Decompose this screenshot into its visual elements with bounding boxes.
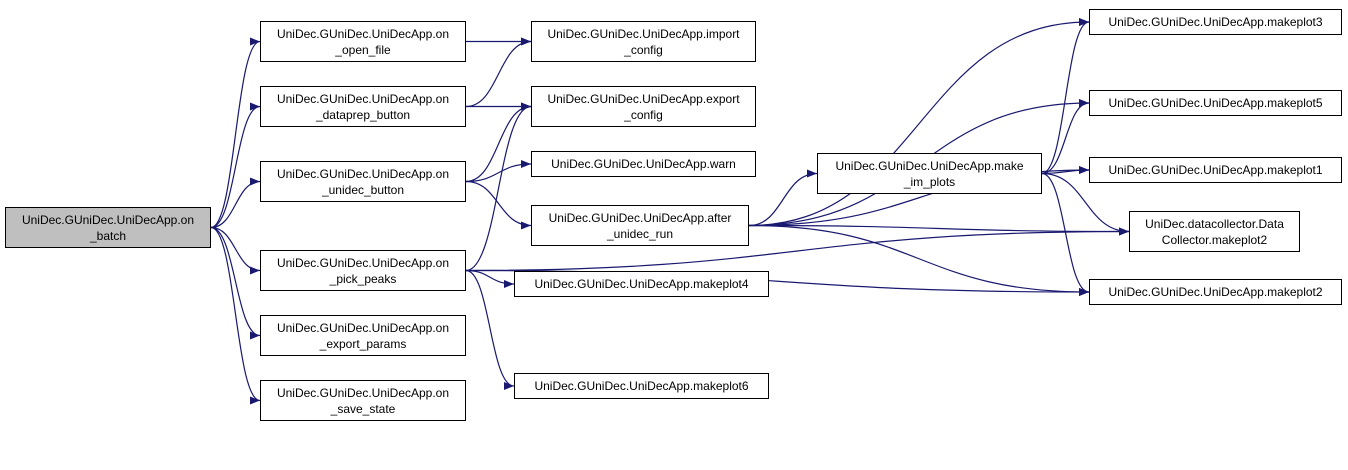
edge-after-unidec-run-to-make-im-plots bbox=[748, 169, 818, 227]
node-on-batch-line2: _batch bbox=[89, 228, 127, 243]
node-on-pick-peaks-line2: _pick_peaks bbox=[329, 271, 397, 286]
node-makeplot5[interactable]: UniDec.GUniDec.UniDecApp.makeplot5 bbox=[1089, 90, 1342, 116]
edge-on-unidec-to-warn bbox=[465, 160, 532, 183]
node-export-config[interactable]: UniDec.GUniDec.UniDecApp.export _config bbox=[531, 86, 756, 127]
node-on-save-state[interactable]: UniDec.GUniDec.UniDecApp.on _save_state bbox=[260, 380, 466, 421]
edge-on-batch-to-on-unidec bbox=[210, 177, 261, 229]
node-on-dataprep-button-line1: UniDec.GUniDec.UniDecApp.on bbox=[276, 91, 450, 106]
edge-after-unidec-run-to-makeplot3 bbox=[748, 18, 1090, 227]
node-make-im-plots[interactable]: UniDec.GUniDec.UniDecApp.make _im_plots bbox=[817, 153, 1042, 194]
node-import-config-line1: UniDec.GUniDec.UniDecApp.import bbox=[547, 26, 740, 41]
edge-on-batch-to-on-open-file bbox=[210, 37, 261, 229]
node-on-batch[interactable]: UniDec.GUniDec.UniDecApp.on _batch bbox=[5, 207, 211, 248]
node-on-open-file-line2: _open_file bbox=[335, 42, 391, 57]
node-makeplot2-line1: UniDec.GUniDec.UniDecApp.makeplot2 bbox=[1108, 285, 1323, 299]
edge-make-im-plots-to-makeplot5 bbox=[1041, 99, 1090, 175]
node-on-dataprep-button-line2: _dataprep_button bbox=[315, 107, 411, 122]
node-makeplot2[interactable]: UniDec.GUniDec.UniDecApp.makeplot2 bbox=[1089, 279, 1342, 305]
node-on-unidec-button-line1: UniDec.GUniDec.UniDecApp.on bbox=[276, 166, 450, 181]
node-export-config-line2: _config bbox=[624, 107, 663, 122]
edge-make-im-plots-to-makeplot3 bbox=[1041, 18, 1090, 175]
node-makeplot4[interactable]: UniDec.GUniDec.UniDecApp.makeplot4 bbox=[514, 271, 769, 297]
node-on-pick-peaks-line1: UniDec.GUniDec.UniDecApp.on bbox=[276, 255, 450, 270]
node-datacollector-makeplot2-line2: Collector.makeplot2 bbox=[1161, 232, 1268, 247]
node-warn[interactable]: UniDec.GUniDec.UniDecApp.warn bbox=[531, 151, 756, 177]
node-after-unidec-run[interactable]: UniDec.GUniDec.UniDecApp.after _unidec_r… bbox=[531, 205, 749, 246]
node-datacollector-makeplot2-line1: UniDec.datacollector.Data bbox=[1145, 216, 1284, 231]
node-makeplot3-line1: UniDec.GUniDec.UniDecApp.makeplot3 bbox=[1108, 15, 1323, 29]
edge-on-pick-peaks-to-makeplot4 bbox=[465, 269, 515, 288]
edge-on-unidec-to-after-unidec-run bbox=[465, 180, 532, 230]
node-after-unidec-run-line2: _unidec_run bbox=[606, 226, 674, 241]
edge-after-unidec-run-to-makeplot2 bbox=[748, 224, 1090, 296]
edge-on-unidec-to-export-config bbox=[465, 102, 532, 183]
node-on-export-params-line1: UniDec.GUniDec.UniDecApp.on bbox=[276, 320, 450, 335]
node-makeplot1[interactable]: UniDec.GUniDec.UniDecApp.makeplot1 bbox=[1089, 157, 1342, 183]
node-datacollector-makeplot2[interactable]: UniDec.datacollector.Data Collector.make… bbox=[1129, 211, 1300, 252]
edge-on-pick-peaks-to-export-config bbox=[465, 102, 532, 272]
node-on-save-state-line1: UniDec.GUniDec.UniDecApp.on bbox=[276, 385, 450, 400]
node-make-im-plots-line1: UniDec.GUniDec.UniDecApp.make bbox=[835, 158, 1024, 173]
node-makeplot6-line1: UniDec.GUniDec.UniDecApp.makeplot6 bbox=[534, 379, 749, 393]
node-on-unidec-button[interactable]: UniDec.GUniDec.UniDecApp.on _unidec_butt… bbox=[260, 161, 466, 202]
node-on-batch-line1: UniDec.GUniDec.UniDecApp.on bbox=[21, 212, 195, 227]
node-makeplot3[interactable]: UniDec.GUniDec.UniDecApp.makeplot3 bbox=[1089, 9, 1342, 35]
edge-after-unidec-run-to-dc-makeplot2 bbox=[748, 224, 1130, 236]
edge-on-batch-to-on-dataprep bbox=[210, 102, 261, 229]
edge-on-dataprep-to-import-config bbox=[465, 37, 532, 108]
node-after-unidec-run-line1: UniDec.GUniDec.UniDecApp.after bbox=[548, 210, 732, 225]
node-on-save-state-line2: _save_state bbox=[330, 401, 396, 416]
node-makeplot4-line1: UniDec.GUniDec.UniDecApp.makeplot4 bbox=[534, 277, 749, 291]
edge-on-batch-to-on-pick-peaks bbox=[210, 226, 261, 275]
edge-make-im-plots-to-makeplot2 bbox=[1041, 172, 1090, 296]
edge-make-im-plots-to-dc-makeplot2 bbox=[1041, 172, 1130, 236]
node-makeplot5-line1: UniDec.GUniDec.UniDecApp.makeplot5 bbox=[1108, 96, 1323, 110]
node-import-config-line2: _config bbox=[624, 42, 663, 57]
node-on-unidec-button-line2: _unidec_button bbox=[321, 182, 405, 197]
edge-on-pick-peaks-to-dc-makeplot2 bbox=[465, 227, 1130, 272]
edge-on-batch-to-on-export-params bbox=[210, 226, 261, 340]
node-makeplot1-line1: UniDec.GUniDec.UniDecApp.makeplot1 bbox=[1108, 163, 1323, 177]
node-warn-line1: UniDec.GUniDec.UniDecApp.warn bbox=[551, 157, 736, 171]
edge-on-pick-peaks-to-makeplot6 bbox=[465, 269, 515, 390]
node-on-export-params[interactable]: UniDec.GUniDec.UniDecApp.on _export_para… bbox=[260, 315, 466, 356]
node-on-open-file[interactable]: UniDec.GUniDec.UniDecApp.on _open_file bbox=[260, 21, 466, 62]
edge-on-batch-to-on-save-state bbox=[210, 226, 261, 405]
node-on-pick-peaks[interactable]: UniDec.GUniDec.UniDecApp.on _pick_peaks bbox=[260, 250, 466, 291]
node-import-config[interactable]: UniDec.GUniDec.UniDecApp.import _config bbox=[531, 21, 756, 62]
node-on-export-params-line2: _export_params bbox=[319, 336, 407, 351]
node-makeplot6[interactable]: UniDec.GUniDec.UniDecApp.makeplot6 bbox=[514, 373, 769, 399]
node-on-dataprep-button[interactable]: UniDec.GUniDec.UniDecApp.on _dataprep_bu… bbox=[260, 86, 466, 127]
node-export-config-line1: UniDec.GUniDec.UniDecApp.export bbox=[547, 91, 740, 106]
node-make-im-plots-line2: _im_plots bbox=[903, 174, 956, 189]
node-on-open-file-line1: UniDec.GUniDec.UniDecApp.on bbox=[276, 26, 450, 41]
